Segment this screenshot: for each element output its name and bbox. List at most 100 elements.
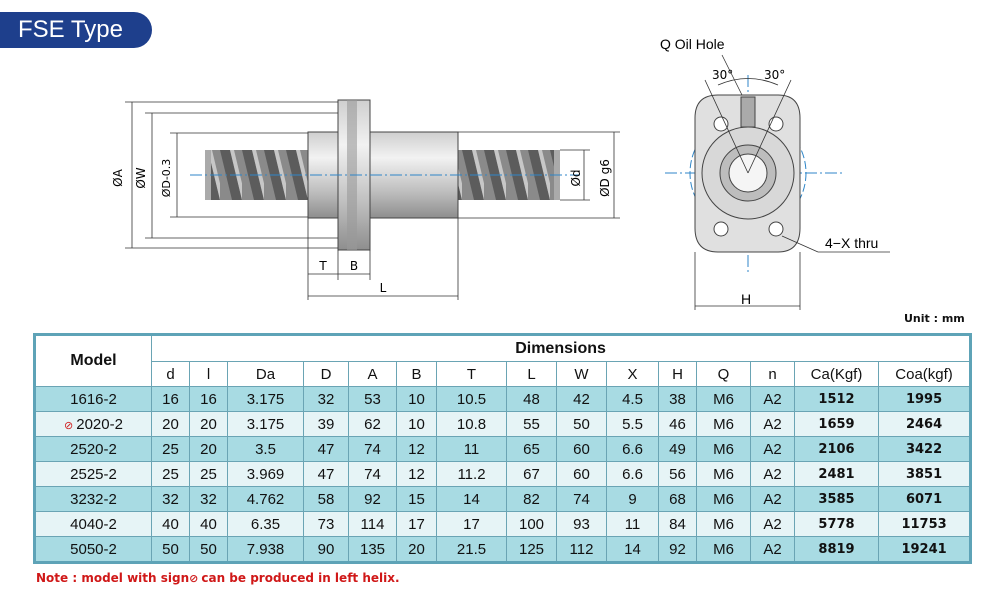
left-helix-check-icon: ⊘	[64, 419, 74, 432]
dim-H-label: H	[741, 291, 751, 307]
model-cell: 3232-2	[34, 486, 152, 512]
cell-8: 112	[556, 536, 607, 563]
cell-2: 3.969	[227, 461, 304, 487]
cell-5: 17	[396, 511, 437, 537]
cell-13: 2106	[794, 436, 879, 462]
cell-6: 11	[436, 436, 507, 462]
model-value: 2520-2	[70, 440, 117, 458]
cell-1: 16	[189, 386, 228, 412]
cell-10: 92	[658, 536, 697, 563]
cell-12: A2	[750, 386, 795, 412]
column-header-0: d	[151, 361, 190, 387]
cell-0: 25	[151, 436, 190, 462]
cell-4: 114	[348, 511, 397, 537]
cell-2: 4.762	[227, 486, 304, 512]
column-header-5: B	[396, 361, 437, 387]
dim-Dg6-label: ØD g6	[598, 159, 612, 197]
dim-A-label: ØA	[111, 168, 125, 186]
cell-5: 12	[396, 436, 437, 462]
cell-12: A2	[750, 511, 795, 537]
cell-9: 5.5	[606, 411, 659, 437]
model-cell: 4040-2	[34, 511, 152, 537]
model-value: 5050-2	[70, 540, 117, 558]
footnote-suffix: can be produced in left helix.	[201, 571, 400, 585]
model-cell: 2525-2	[34, 461, 152, 487]
cell-9: 9	[606, 486, 659, 512]
cell-11: M6	[696, 461, 751, 487]
column-header-10: H	[658, 361, 697, 387]
cell-2: 3.175	[227, 411, 304, 437]
cell-3: 39	[303, 411, 349, 437]
cell-10: 84	[658, 511, 697, 537]
cell-13: 1659	[794, 411, 879, 437]
cell-3: 47	[303, 436, 349, 462]
cell-3: 73	[303, 511, 349, 537]
cell-7: 82	[506, 486, 557, 512]
cell-2: 6.35	[227, 511, 304, 537]
dim-d-label: Ød	[569, 169, 583, 186]
column-header-7: L	[506, 361, 557, 387]
cell-0: 20	[151, 411, 190, 437]
cell-0: 25	[151, 461, 190, 487]
model-value: 2020-2	[76, 415, 123, 433]
cell-10: 56	[658, 461, 697, 487]
angle-right-label: 30°	[764, 68, 785, 82]
cell-4: 92	[348, 486, 397, 512]
cell-14: 11753	[877, 511, 972, 537]
cell-6: 17	[436, 511, 507, 537]
cell-10: 68	[658, 486, 697, 512]
cell-10: 38	[658, 386, 697, 412]
cell-0: 32	[151, 486, 190, 512]
cell-9: 6.6	[606, 461, 659, 487]
thru-label: 4−X thru	[825, 235, 878, 251]
cell-9: 11	[606, 511, 659, 537]
model-cell: 2520-2	[34, 436, 152, 462]
column-header-4: A	[348, 361, 397, 387]
dim-T-label: T	[318, 259, 327, 273]
cell-9: 6.6	[606, 436, 659, 462]
front-view	[665, 54, 890, 310]
page-title: FSE Type	[0, 12, 152, 48]
cell-2: 3.175	[227, 386, 304, 412]
cell-1: 20	[189, 411, 228, 437]
cell-8: 50	[556, 411, 607, 437]
cell-5: 10	[396, 386, 437, 412]
cell-10: 49	[658, 436, 697, 462]
cell-12: A2	[750, 411, 795, 437]
cell-8: 42	[556, 386, 607, 412]
model-value: 1616-2	[70, 390, 117, 408]
cell-7: 48	[506, 386, 557, 412]
cell-5: 20	[396, 536, 437, 563]
cell-11: M6	[696, 411, 751, 437]
model-cell: ⊘2020-2	[34, 411, 152, 437]
cell-5: 10	[396, 411, 437, 437]
cell-14: 3851	[877, 461, 972, 487]
column-header-14: Coa(kgf)	[877, 361, 972, 387]
cell-14: 19241	[877, 536, 972, 563]
cell-4: 53	[348, 386, 397, 412]
cell-13: 8819	[794, 536, 879, 563]
model-value: 3232-2	[70, 490, 117, 508]
cell-6: 14	[436, 486, 507, 512]
dim-W-label: ØW	[134, 167, 148, 188]
cell-14: 2464	[877, 411, 972, 437]
footnote-prefix: Note : model with sign	[36, 571, 190, 585]
angle-left-label: 30°	[712, 68, 733, 82]
cell-4: 74	[348, 461, 397, 487]
column-header-11: Q	[696, 361, 751, 387]
cell-5: 12	[396, 461, 437, 487]
cell-13: 5778	[794, 511, 879, 537]
cell-7: 125	[506, 536, 557, 563]
cell-7: 67	[506, 461, 557, 487]
dimensions-header: Dimensions	[150, 334, 972, 362]
dim-D-tol-label: ØD-0.3	[160, 159, 173, 198]
cell-11: M6	[696, 511, 751, 537]
cell-3: 32	[303, 386, 349, 412]
cell-11: M6	[696, 486, 751, 512]
